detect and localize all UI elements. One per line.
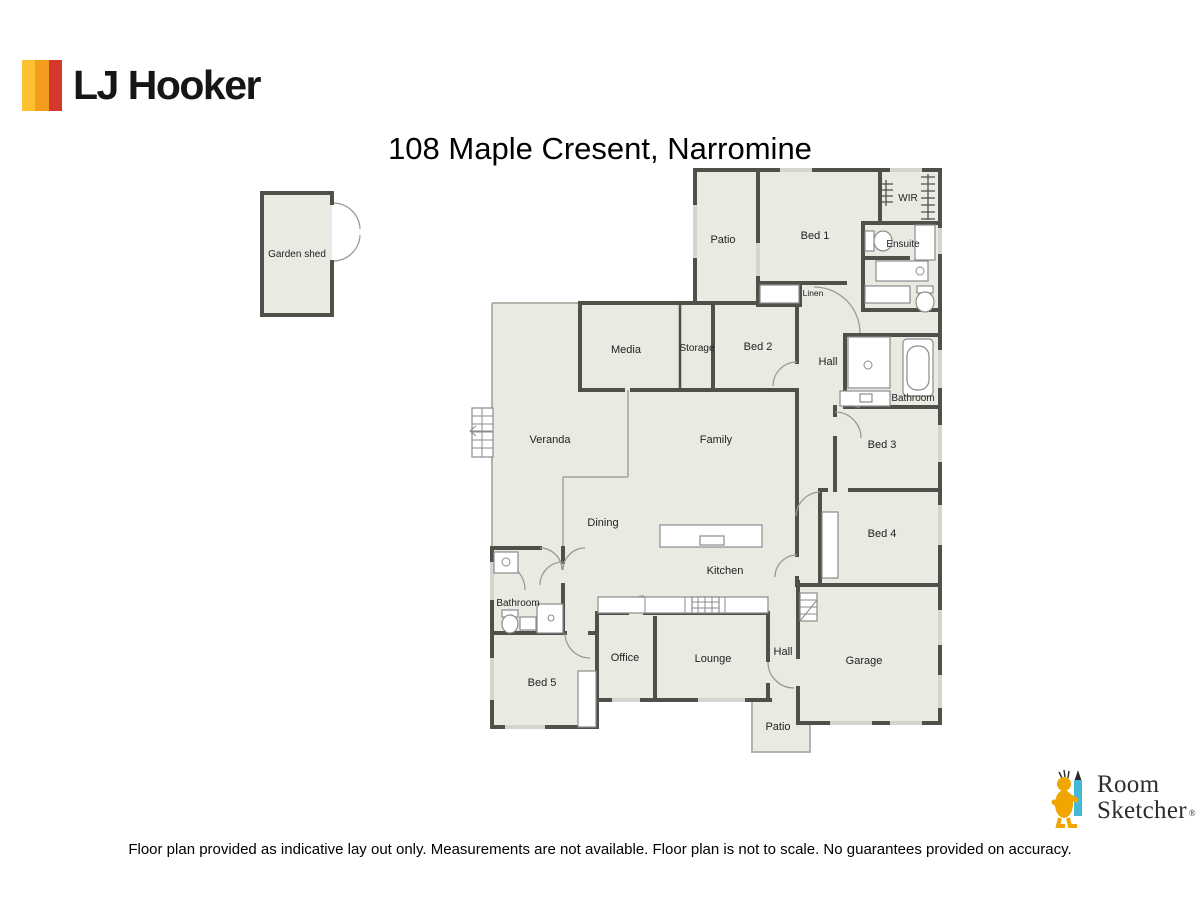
label-bed1: Bed 1 bbox=[801, 230, 830, 242]
label-storage: Storage bbox=[679, 343, 714, 354]
label-linen: Linen bbox=[803, 288, 824, 298]
label-hall-upper: Hall bbox=[819, 356, 838, 368]
roomsketcher-mascot-icon bbox=[1051, 769, 1082, 828]
label-ensuite: Ensuite bbox=[886, 239, 920, 250]
wardrobe-rail-icons bbox=[880, 174, 935, 220]
label-patio-top: Patio bbox=[710, 234, 735, 246]
page-title: 108 Maple Cresent, Narromine bbox=[388, 131, 812, 166]
label-dining: Dining bbox=[587, 517, 618, 529]
lj-hooker-stripes-icon bbox=[22, 60, 62, 111]
label-bed4: Bed 4 bbox=[868, 528, 897, 540]
label-veranda: Veranda bbox=[530, 434, 572, 446]
label-hall-lower: Hall bbox=[774, 646, 793, 658]
label-family: Family bbox=[700, 434, 733, 446]
label-bed5: Bed 5 bbox=[528, 677, 557, 689]
brand-name: LJ Hooker bbox=[73, 62, 262, 108]
label-bathroom-lower: Bathroom bbox=[496, 598, 539, 609]
stripe-red bbox=[48, 60, 62, 111]
room-labels: Garden shed Patio Bed 1 WIR Ensuite Line… bbox=[268, 193, 935, 733]
label-lounge: Lounge bbox=[695, 653, 732, 665]
label-bed3: Bed 3 bbox=[868, 439, 897, 451]
label-garage: Garage bbox=[846, 655, 883, 667]
roomsketcher-line2: Sketcher bbox=[1097, 797, 1187, 824]
stripe-orange bbox=[35, 60, 49, 111]
label-bathroom-upper: Bathroom bbox=[891, 393, 934, 404]
label-wir: WIR bbox=[898, 193, 917, 204]
door-arcs bbox=[333, 202, 862, 689]
roomsketcher-line1: Room bbox=[1097, 771, 1160, 798]
windows bbox=[490, 168, 942, 729]
stairs bbox=[469, 407, 818, 622]
label-office: Office bbox=[611, 652, 640, 664]
fixtures bbox=[493, 224, 936, 728]
floor-fill bbox=[262, 170, 940, 752]
roomsketcher-logo: Room Sketcher ® bbox=[1051, 766, 1196, 830]
disclaimer-text: Floor plan provided as indicative lay ou… bbox=[128, 841, 1072, 858]
label-kitchen: Kitchen bbox=[707, 565, 744, 577]
stripe-yellow bbox=[22, 60, 36, 111]
label-patio-bottom: Patio bbox=[765, 721, 790, 733]
roomsketcher-wordmark: Room Sketcher ® bbox=[1097, 771, 1196, 824]
label-media: Media bbox=[611, 344, 642, 356]
label-bed2: Bed 2 bbox=[744, 341, 773, 353]
registered-mark: ® bbox=[1188, 808, 1196, 818]
lj-hooker-logo: LJ Hooker bbox=[22, 60, 262, 111]
label-garden-shed: Garden shed bbox=[268, 249, 326, 260]
